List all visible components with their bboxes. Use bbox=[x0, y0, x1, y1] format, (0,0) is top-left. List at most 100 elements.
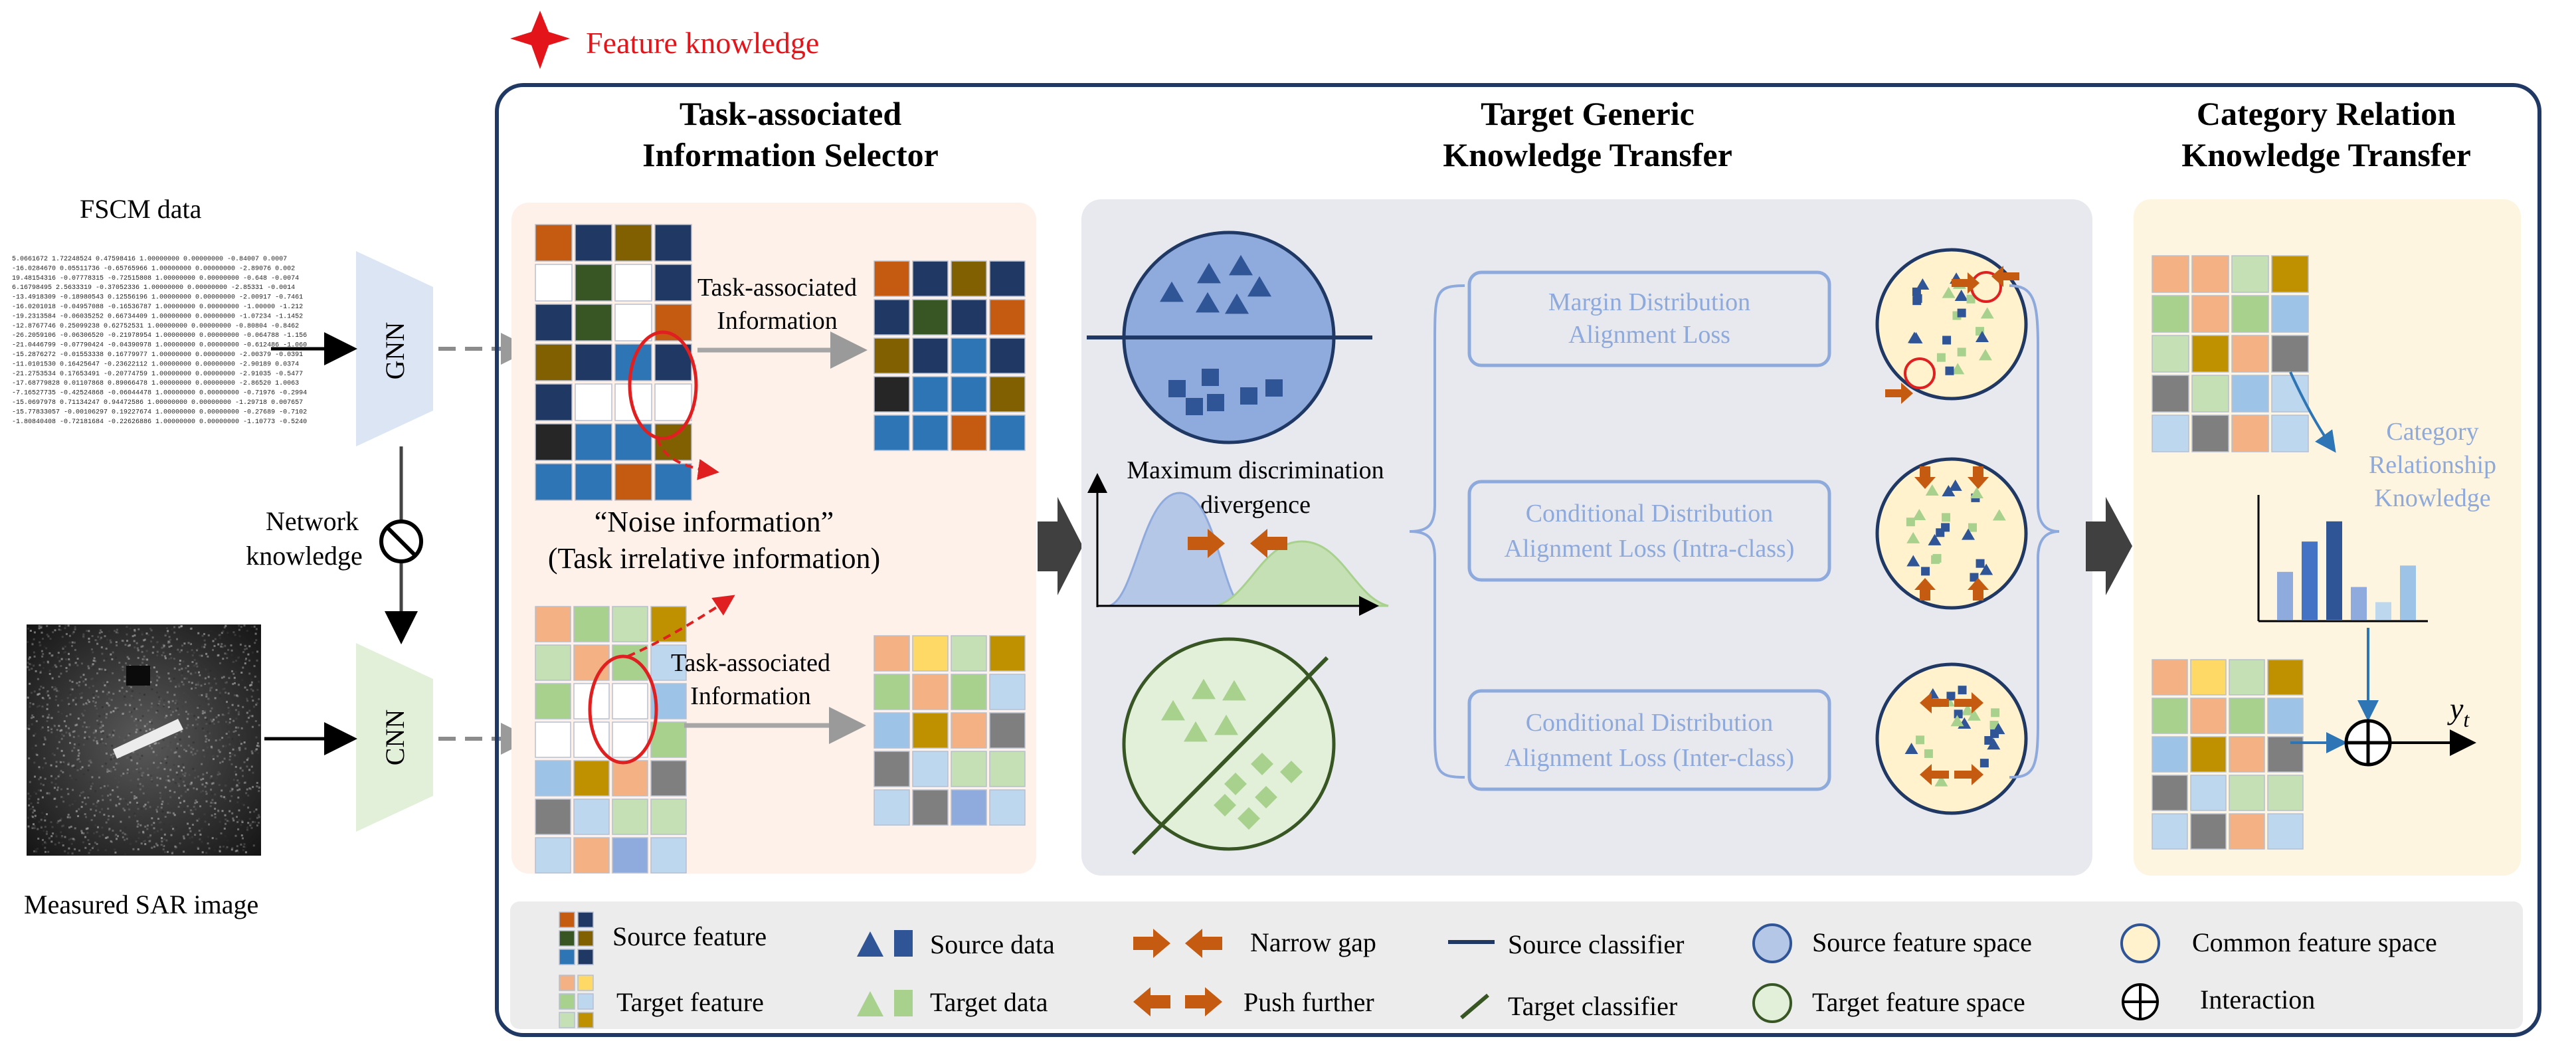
relation-source-feature-cell bbox=[2191, 255, 2229, 293]
legend-narrow-gap-icon bbox=[1133, 929, 1222, 958]
mdd-label-line1: Maximum discrimination bbox=[1127, 456, 1384, 484]
margin-arrow bbox=[1952, 272, 1979, 294]
selected-source-feature-cell bbox=[989, 299, 1026, 335]
selected-target-feature-cell bbox=[951, 789, 987, 826]
relation-source-feature-cell bbox=[2231, 375, 2269, 413]
selector-title-line1: Task-associated bbox=[680, 95, 902, 132]
noise-label-line2: (Task irrelative information) bbox=[548, 542, 880, 575]
selected-target-feature-cell bbox=[912, 789, 949, 826]
legend-target-space-icon bbox=[1752, 983, 1792, 1023]
relation-source-feature-cell bbox=[2152, 375, 2189, 413]
legend-source-feature-cell bbox=[577, 911, 594, 928]
source-class-b-point bbox=[1265, 379, 1283, 397]
relation-target-feature-cell bbox=[2190, 813, 2227, 850]
selected-target-feature-grid bbox=[874, 635, 1026, 826]
intra-class-loss-box bbox=[1467, 480, 1831, 582]
relation-target-feature-cell bbox=[2229, 736, 2265, 773]
selected-source-feature-grid bbox=[874, 260, 1026, 451]
relation-target-feature-cell bbox=[2267, 659, 2304, 696]
selected-target-feature-cell bbox=[874, 674, 910, 710]
target-feature-cell bbox=[612, 683, 648, 719]
relation-bar bbox=[2326, 521, 2342, 620]
sar-title: Measured SAR image bbox=[24, 890, 258, 919]
selected-source-feature-cell bbox=[912, 415, 949, 451]
common-point bbox=[1954, 290, 1968, 302]
legend-source-feature-cell bbox=[577, 930, 594, 947]
source-feature-cell bbox=[535, 423, 573, 461]
selected-target-feature-cell bbox=[874, 751, 910, 787]
target-feature-cell bbox=[573, 837, 610, 874]
common-point bbox=[1936, 528, 1945, 537]
relation-source-feature-cell bbox=[2152, 295, 2189, 333]
target-class-b-point bbox=[1214, 794, 1236, 816]
source-feature-cell bbox=[614, 383, 652, 421]
common-point bbox=[1957, 347, 1966, 357]
legend-source-data-icon bbox=[857, 930, 913, 957]
selected-target-feature-cell bbox=[874, 712, 910, 749]
source-feature-cell bbox=[614, 264, 652, 302]
selected-source-feature-cell bbox=[951, 415, 987, 451]
selected-target-feature-cell bbox=[874, 789, 910, 826]
source-class-a-points bbox=[1160, 254, 1271, 314]
common-point bbox=[1967, 709, 1981, 721]
target-feature-cell bbox=[612, 837, 648, 874]
selected-target-feature-cell bbox=[989, 635, 1026, 672]
source-class-b-point bbox=[1202, 369, 1219, 386]
common-point bbox=[1970, 573, 1979, 582]
margin-arrow bbox=[1885, 383, 1913, 404]
relation-target-feature-cell bbox=[2229, 813, 2265, 850]
legend-target-feature-cell bbox=[559, 975, 575, 991]
top-noise-highlight bbox=[628, 330, 698, 440]
common-point bbox=[1951, 363, 1965, 375]
fscm-row: -16.0284670 0.05511736 -0.65765966 1.000… bbox=[12, 265, 295, 272]
margin-arrow bbox=[1991, 266, 2019, 287]
source-class-a-point bbox=[1197, 262, 1221, 284]
common-point bbox=[1962, 528, 1976, 540]
relation-source-feature-cell bbox=[2271, 335, 2309, 373]
fscm-row: 5.0661672 1.72248524 0.47598416 1.000000… bbox=[12, 256, 287, 263]
common-point bbox=[1912, 508, 1926, 520]
source-class-b-point bbox=[1240, 387, 1257, 405]
target-feature-cell bbox=[535, 644, 571, 681]
fscm-row: -1.80840408 -0.72181684 -0.22626886 1.00… bbox=[12, 419, 307, 426]
relation-bar bbox=[2277, 571, 2293, 620]
noise-label-line1: “Noise information” bbox=[595, 506, 834, 538]
selected-source-feature-cell bbox=[874, 415, 910, 451]
target-feature-cell bbox=[650, 799, 687, 835]
interaction-icon bbox=[2344, 719, 2392, 767]
source-feature-cell bbox=[654, 224, 692, 262]
target-feature-cell bbox=[612, 606, 648, 642]
source-feature-cell bbox=[575, 264, 612, 302]
common-point bbox=[1906, 518, 1915, 527]
margin-highlight-circle bbox=[1904, 357, 1936, 389]
transfer-to-relation-arrow bbox=[2086, 497, 2132, 595]
margin-loss-line2: Alignment Loss bbox=[1568, 321, 1730, 349]
source-feature-cell bbox=[614, 304, 652, 341]
target-class-a-point bbox=[1161, 700, 1185, 721]
source-feature-cell bbox=[535, 343, 573, 381]
source-class-b-point bbox=[1207, 394, 1224, 411]
target-feature-cell bbox=[650, 644, 687, 681]
sar-image bbox=[27, 624, 261, 856]
relation-target-feature-cell bbox=[2267, 775, 2304, 811]
common-point bbox=[1936, 353, 1946, 362]
source-feature-cell bbox=[575, 383, 612, 421]
top-noise-arrow bbox=[656, 438, 719, 480]
relation-target-feature-cell bbox=[2152, 698, 2188, 734]
transfer-title-line1: Target Generic bbox=[1481, 95, 1695, 132]
relation-bar bbox=[2400, 565, 2416, 620]
legend-target-feature: Target feature bbox=[616, 987, 764, 1017]
legend-target-feature-cell bbox=[577, 993, 594, 1010]
source-feature-grid bbox=[535, 224, 692, 501]
feature-knowledge-star-icon bbox=[510, 11, 570, 69]
source-feature-cell bbox=[575, 463, 612, 501]
source-class-a-point bbox=[1160, 281, 1184, 302]
legend-source-feature-cell bbox=[559, 911, 575, 928]
loss-group-brace bbox=[1409, 284, 1465, 779]
relation-source-feature-cell bbox=[2271, 255, 2309, 293]
mdd-label-line2: divergence bbox=[1200, 491, 1311, 519]
top-task-label-line1: Task-associated bbox=[697, 274, 857, 302]
common-point bbox=[1961, 704, 1975, 715]
relation-source-feature-grid bbox=[2152, 255, 2309, 452]
bottom-task-label-line2: Information bbox=[690, 682, 811, 710]
